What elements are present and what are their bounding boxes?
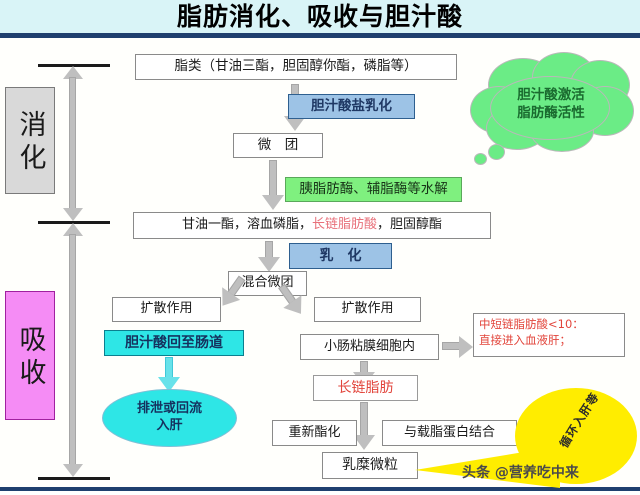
cloud-line-1: 胆汁酸激活 [517, 87, 585, 103]
arrow-products-to-mixed-micelle [258, 241, 280, 273]
excrete-line-2: 入肝 [156, 418, 183, 433]
node-re-esterification-text: 重新酯化 [288, 424, 341, 440]
node-diffusion-right-text: 扩散作用 [341, 301, 394, 317]
axis-tick-mid [38, 221, 110, 224]
arrow-cell-to-shortchain-note [442, 336, 474, 358]
node-hydrolysis-products[interactable]: 甘油一酯，溶血磷脂，长链脂肪酸，胆固醇酯 [133, 212, 491, 239]
node-bile-salt-emulsify-text: 胆汁酸盐乳化 [311, 97, 392, 114]
stage-label-digestion: 消化 [5, 87, 55, 194]
node-micelle[interactable]: 微 团 [233, 133, 323, 158]
node-long-chain-fat[interactable]: 长链脂肪 [313, 375, 418, 401]
node-emulsify-text: 乳 化 [319, 247, 362, 264]
node-excrete-text-wrap: 排泄或回流 入肝 [137, 401, 202, 435]
cloud-tail-puff [474, 153, 487, 165]
node-re-esterification[interactable]: 重新酯化 [272, 420, 357, 446]
note-short-chain-fatty-acid[interactable]: 中短链脂肪酸<10： 直接进入血液肝； [473, 313, 625, 357]
digestion-span-arrow [62, 66, 84, 221]
stage-label-absorption-text: 吸收 [14, 324, 46, 391]
node-diffusion-left[interactable]: 扩散作用 [112, 297, 221, 322]
absorption-span-arrow [62, 223, 84, 477]
watermark-credit: 头条 @营养吃中来 [462, 465, 579, 481]
cloud-line-2: 脂肪酶活性 [517, 105, 585, 122]
node-apolipoprotein-binding[interactable]: 与载脂蛋白结合 [382, 420, 517, 446]
excrete-line-1: 排泄或回流 [136, 401, 202, 417]
axis-tick-bottom [38, 477, 110, 480]
cloud-puff [490, 76, 610, 140]
node-diffusion-right[interactable]: 扩散作用 [314, 297, 421, 322]
node-bile-acid-return-text: 胆汁酸回至肠道 [125, 334, 223, 351]
node-excrete-or-return-liver[interactable]: 排泄或回流 入肝 [102, 389, 237, 447]
arrow-longchain-to-chylomicron [353, 402, 375, 452]
node-intestinal-mucosa-cell[interactable]: 小肠粘膜细胞内 [300, 334, 439, 360]
header-divider [0, 33, 640, 38]
stage-label-absorption: 吸收 [5, 291, 55, 420]
cloud-tail-puff [488, 144, 505, 160]
node-lipids-text: 脂类（甘油三酯，胆固醇你酯，磷脂等） [174, 58, 418, 75]
stage-label-digestion-text: 消化 [14, 109, 46, 176]
footer-pad [0, 491, 640, 495]
node-bile-salt-emulsify[interactable]: 胆汁酸盐乳化 [288, 94, 415, 119]
node-micelle-text: 微 团 [257, 136, 299, 153]
node-apolipoprotein-binding-text: 与载脂蛋白结合 [403, 424, 495, 440]
page-title: 脂肪消化、吸收与胆汁酸 [176, 2, 463, 31]
axis-tick-top [38, 64, 110, 67]
node-diffusion-left-text: 扩散作用 [140, 301, 193, 317]
products-highlight: 长链脂肪酸 [311, 217, 377, 233]
node-bile-acid-return[interactable]: 胆汁酸回至肠道 [104, 330, 244, 356]
callout-body[interactable] [515, 388, 637, 484]
node-emulsify[interactable]: 乳 化 [289, 243, 392, 269]
short-chain-line-1: 中短链脂肪酸<10： [479, 317, 584, 331]
node-intestinal-mucosa-cell-text: 小肠粘膜细胞内 [323, 338, 415, 354]
node-hydrolysis-products-text: 甘油一酯，溶血磷脂，长链脂肪酸，胆固醇酯 [181, 217, 443, 233]
node-chylomicron[interactable]: 乳糜微粒 [322, 452, 418, 479]
header-band: 脂肪消化、吸收与胆汁酸 [0, 0, 640, 34]
node-lipids[interactable]: 脂类（甘油三酯，胆固醇你酯，磷脂等） [135, 54, 457, 80]
short-chain-line-2: 直接进入血液肝； [479, 332, 571, 347]
node-chylomicron-text: 乳糜微粒 [342, 457, 398, 474]
footer-divider [0, 487, 640, 491]
node-long-chain-fat-text: 长链脂肪 [337, 379, 394, 396]
products-part2: ，胆固醇酯 [377, 217, 443, 233]
arrow-bile-to-excrete [158, 357, 180, 393]
cloud-text-wrap: 胆汁酸激活 脂肪酶活性 [476, 86, 626, 122]
node-lipase-hydrolysis[interactable]: 胰脂肪酶、辅脂酶等水解 [285, 177, 462, 202]
arrow-micelle-to-products [262, 160, 284, 212]
node-lipase-hydrolysis-text: 胰脂肪酶、辅脂酶等水解 [299, 180, 448, 197]
products-part1: 甘油一酯，溶血磷脂， [181, 217, 312, 233]
note-cloud-bile-activates-lipase[interactable]: 胆汁酸激活 脂肪酶活性 [466, 52, 636, 165]
